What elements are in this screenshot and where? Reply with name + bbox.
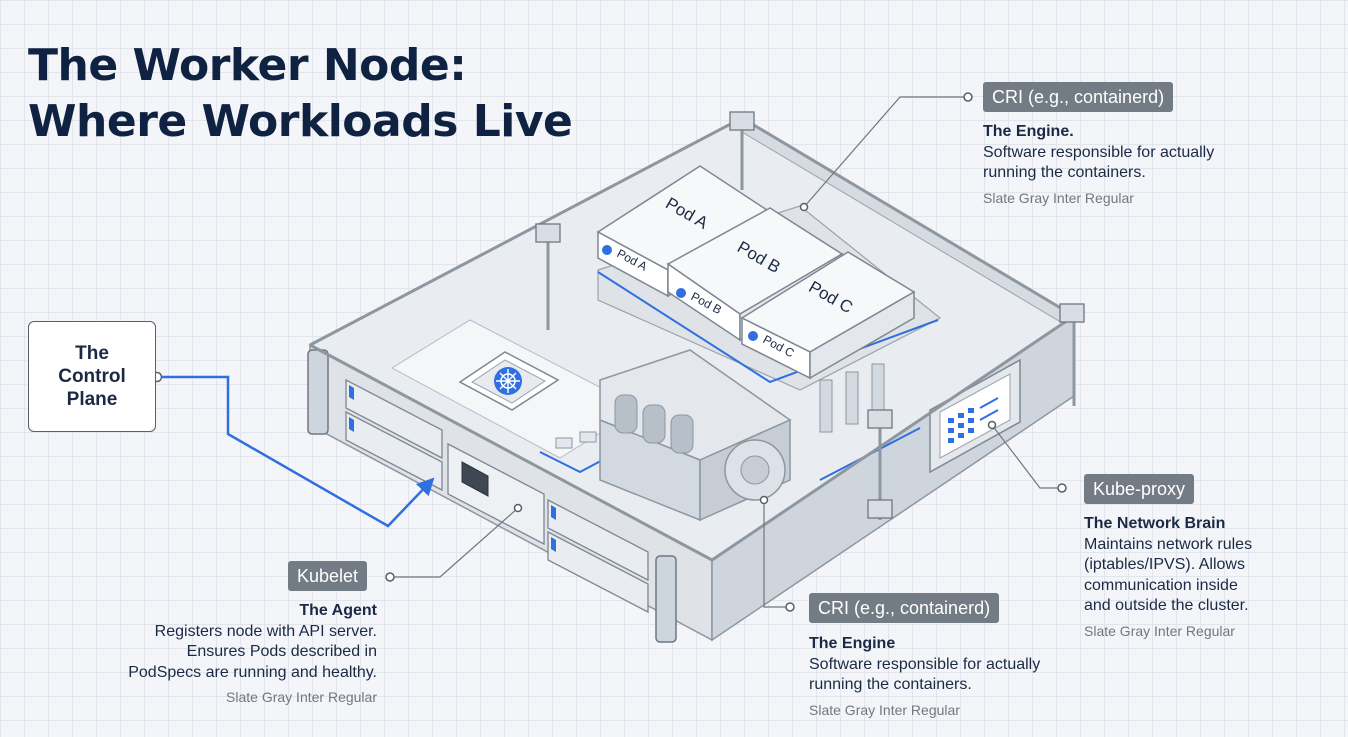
cri-bottom-tag: CRI (e.g., containerd) <box>809 593 1000 623</box>
cri-top-sub: Slate Gray Inter Regular <box>983 189 1134 206</box>
kubelet-sub: Slate Gray Inter Regular <box>226 689 377 705</box>
title-line-2: Where Workloads Live <box>28 96 573 147</box>
kubelet-line-3: PodSpecs are running and healthy. <box>128 663 377 681</box>
kubelet-line-1: Registers node with API server. <box>154 622 377 640</box>
cri-bottom-line-2: running the containers. <box>809 676 972 693</box>
kubernetes-wheel-icon <box>676 288 686 298</box>
kubernetes-chip-icon <box>458 351 560 411</box>
cri-bottom-heading: The Engine <box>809 635 896 652</box>
kubernetes-wheel-icon <box>748 331 758 341</box>
drive-bays-left <box>345 378 443 492</box>
board-connector <box>555 437 573 449</box>
network-module <box>929 358 1021 474</box>
cri-top-line-2: running the containers. <box>983 164 1146 181</box>
cri-top-tag: CRI (e.g., containerd) <box>983 82 1174 112</box>
rack-handle-right <box>655 555 677 643</box>
control-plane-box: The Control Plane <box>28 321 156 432</box>
frame-corner-blocks <box>535 111 1085 519</box>
kube-proxy-line-4: and outside the cluster. <box>1084 597 1249 614</box>
pod-c: Pod C Pod C <box>740 251 916 380</box>
kubelet-heading: The Agent <box>299 602 377 619</box>
leader-dots <box>385 92 1067 612</box>
kubelet-annotation: The Agent Registers node with API server… <box>60 601 377 708</box>
page-title: The Worker Node: Where Workloads Live <box>28 38 573 150</box>
kube-proxy-sub: Slate Gray Inter Regular <box>1084 622 1235 639</box>
container-engine-icon <box>599 349 885 522</box>
board-connector-2 <box>579 431 597 443</box>
kube-proxy-heading: The Network Brain <box>1084 515 1226 532</box>
cri-bottom-annotation: The Engine Software responsible for actu… <box>809 634 1040 720</box>
drive-bays-right <box>547 498 649 614</box>
cri-top-line-1: Software responsible for actually <box>983 143 1215 161</box>
front-io-panel <box>447 442 545 546</box>
kubernetes-wheel-icon <box>602 245 612 255</box>
kube-proxy-line-2: (iptables/IPVS). Allows <box>1084 556 1245 573</box>
cri-bottom-sub: Slate Gray Inter Regular <box>809 701 960 718</box>
title-line-1: The Worker Node: <box>28 40 467 91</box>
rack-handle-left <box>307 349 329 435</box>
control-plane-link <box>158 375 435 528</box>
kubelet-tag: Kubelet <box>288 561 368 591</box>
cri-top-heading: The Engine. <box>983 123 1074 140</box>
kubelet-line-2: Ensures Pods described in <box>186 643 377 660</box>
chassis-frame <box>309 116 1076 562</box>
cri-bottom-line-1: Software responsible for actually <box>809 655 1041 673</box>
cri-top-annotation: The Engine. Software responsible for act… <box>983 122 1214 208</box>
kube-proxy-line-3: communication inside <box>1084 576 1238 594</box>
network-shuffle-icon <box>948 397 999 443</box>
leader-lines <box>390 96 1060 608</box>
control-plane-label: The Control Plane <box>58 343 126 410</box>
kube-proxy-line-1: Maintains network rules <box>1084 535 1253 553</box>
kube-proxy-annotation: The Network Brain Maintains network rule… <box>1084 514 1252 641</box>
kube-proxy-tag: Kube-proxy <box>1084 474 1195 504</box>
